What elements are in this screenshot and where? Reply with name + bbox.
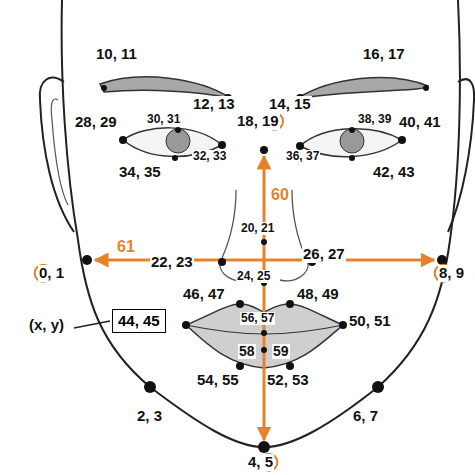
callout-number: 50, 51 — [348, 313, 392, 330]
callout-number: 30, 31 — [146, 113, 181, 126]
callout-number: 40, 41 — [398, 114, 442, 131]
callout-number: 32, 33 — [192, 150, 227, 163]
callout-number: 24, 25 — [236, 270, 271, 283]
callout-number: 16, 17 — [362, 46, 406, 63]
callout-number: 59 — [272, 344, 290, 359]
left-eyebrow — [100, 77, 230, 98]
callout-number: 14, 15 — [268, 96, 312, 113]
callout-number: 38, 39 — [357, 113, 392, 126]
right-eyebrow — [298, 77, 428, 98]
callout-number: 20, 21 — [240, 222, 275, 235]
callout-number: 42, 43 — [372, 164, 416, 181]
callout-number: 54, 55 — [196, 372, 240, 389]
callout-number: 58 — [238, 344, 256, 359]
callout-number: 46, 47 — [182, 286, 226, 303]
callout-number: 36, 37 — [285, 150, 320, 163]
callout-number: 12, 13 — [192, 96, 236, 113]
callout-number: 56, 57 — [240, 312, 275, 325]
callout-number: 52, 53 — [266, 372, 310, 389]
vertical-dimension-arrow — [263, 156, 266, 440]
callout-number: 6, 7 — [352, 408, 379, 425]
callout-number: 18, 19 — [236, 113, 280, 130]
dimension-label: 60 — [270, 186, 290, 204]
callout-number: 10, 11 — [95, 46, 138, 63]
horizontal-dimension-arrow — [95, 259, 434, 262]
leader-line — [74, 321, 110, 328]
callout-number: 2, 3 — [136, 408, 163, 425]
callout-number: 48, 49 — [296, 286, 340, 303]
callout-number: 0, 1 — [38, 265, 65, 282]
callout-number: 26, 27 — [302, 246, 346, 263]
right-ear — [448, 79, 474, 232]
callout-number: 34, 35 — [118, 164, 162, 181]
callout-number: 22, 23 — [150, 254, 194, 271]
format-label: (x, y) — [28, 317, 65, 334]
left-ear-inner — [51, 99, 68, 205]
index-box: 44, 45 — [112, 309, 166, 333]
left-ear — [40, 78, 74, 232]
dimension-label: 61 — [116, 238, 136, 256]
callout-number: 8, 9 — [438, 265, 465, 282]
box-text: 44, 45 — [118, 312, 160, 330]
callout-number: 28, 29 — [74, 114, 118, 131]
face-outline — [62, 0, 460, 447]
landmark-dots — [82, 85, 447, 453]
callout-number: 4, 5 — [247, 454, 274, 471]
